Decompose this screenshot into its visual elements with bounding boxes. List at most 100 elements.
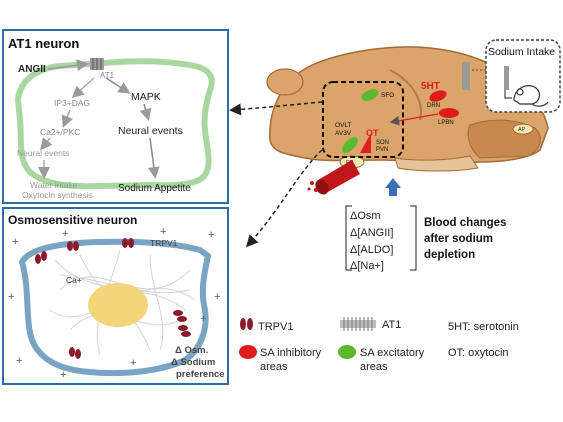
- plus-sign: +: [214, 291, 220, 303]
- trpv1-channel: [69, 347, 81, 359]
- area-postrema: [512, 123, 534, 135]
- blood-cell: [307, 187, 311, 191]
- blood-to-brain-arrow: [385, 178, 401, 196]
- sodium-intake-box: Sodium Intake: [472, 39, 561, 113]
- blood-vessel: [307, 160, 360, 195]
- sodium-intake-label: Sodium Intake: [488, 46, 555, 58]
- at1-to-ip3-arrow: [71, 77, 95, 99]
- blood-item-angii: Δ[ANGII]: [350, 227, 393, 239]
- legend: TRPV1 AT1 5HT: serotonin SA inhibitory a…: [239, 317, 519, 373]
- blood-changes-bracket-left: [345, 205, 352, 271]
- bottle-spout-icon: [504, 90, 512, 99]
- olfactory-bulb: [266, 68, 304, 96]
- mapk-label: MAPK: [131, 91, 161, 103]
- blood-changes-title-line3: depletion: [424, 249, 475, 261]
- osmo-cell-membrane: [18, 238, 212, 377]
- legend-excitatory-label-2: areas: [360, 361, 388, 373]
- pvn-label: PVN: [376, 147, 388, 153]
- delta-sodium-label: Δ Sodium: [171, 357, 215, 368]
- lpbn-to-hypothalamus-arrow: [389, 113, 439, 126]
- plus-sign: +: [62, 228, 68, 240]
- plus-sign: +: [160, 226, 166, 238]
- sfo-label: SFO: [381, 92, 394, 99]
- plus-sign: +: [8, 291, 14, 303]
- drn-inhibitory: [429, 90, 447, 102]
- nucleus: [88, 283, 148, 327]
- at1-neuron-panel: AT1 neuron ANGII AT1 IP3+DAG MAPK Ca2+/P…: [2, 29, 229, 204]
- osmo-panel-title: Osmosensitive neuron: [8, 213, 137, 227]
- ca-to-events-arrow: [40, 137, 53, 151]
- legend-serotonin-label: 5HT: serotonin: [448, 321, 519, 333]
- oxytocin-synthesis-label: Oxytocin synthesis: [22, 190, 93, 200]
- brain-to-at1-arrow: [229, 101, 323, 116]
- blood-item-osm: ΔOsm: [350, 210, 381, 222]
- ot-label: OT: [366, 128, 379, 138]
- trpv1-channels: [35, 238, 191, 359]
- fivehT-label: 5HT: [421, 81, 440, 92]
- sfo-excitatory: [361, 89, 379, 101]
- plus-signs: + + + + + + + + + +: [8, 226, 220, 381]
- trpv1-channel: [173, 310, 187, 322]
- legend-at1-label: AT1: [382, 319, 401, 331]
- ventricle-marker: [462, 62, 470, 90]
- preference-label: preference: [176, 369, 225, 380]
- legend-inhibitory-label-2: areas: [260, 361, 288, 373]
- at1-panel-title: AT1 neuron: [8, 36, 79, 51]
- vessel-body: [318, 160, 360, 193]
- neural-events-right-label: Neural events: [118, 125, 183, 137]
- events-to-appetite-arrow: [147, 137, 160, 179]
- sodium-appetite-label: Sodium Appetite: [118, 183, 191, 194]
- brain-to-osmo-arrow: [245, 149, 323, 248]
- ip3-dag-label: IP3+DAG: [54, 98, 90, 108]
- ap-label: AP: [518, 127, 526, 133]
- legend-oxytocin-label: OT: oxytocin: [448, 347, 509, 359]
- trpv1-channel: [67, 241, 79, 251]
- blood-changes: ΔOsm Δ[ANGII] Δ[ALDO] Δ[Na+] Blood chang…: [345, 205, 506, 272]
- plus-sign: +: [130, 357, 136, 369]
- lpbn-inhibitory: [439, 108, 459, 118]
- son-label: SON: [376, 140, 389, 146]
- legend-inhibitory-icon: [239, 345, 257, 359]
- at1-receptor-label: AT1: [100, 71, 115, 80]
- mapk-to-events-arrow: [139, 103, 152, 121]
- delta-osm-label: Δ Osm.: [175, 345, 208, 356]
- av3v-label: AV3V: [335, 130, 352, 137]
- trpv1-label: TRPV1: [150, 238, 178, 248]
- ca2-pkc-label: Ca2+/PKC: [40, 127, 80, 137]
- trpv1-channel: [35, 251, 47, 264]
- blood-cell: [310, 181, 314, 185]
- plus-sign: +: [12, 236, 18, 248]
- hypothalamus-zoom-box: [322, 81, 404, 158]
- brain-illustration: PP AP SFO OVLT AV3V OT SON PVN 5HT DRN L…: [266, 46, 549, 172]
- ventricle-line: [389, 69, 422, 121]
- angii-arrow: [47, 59, 89, 72]
- drn-label: DRN: [427, 103, 440, 109]
- brainstem: [394, 155, 479, 172]
- trpv1-channel: [122, 238, 134, 248]
- ip3-to-ca-arrow: [61, 109, 73, 128]
- at1-to-mapk-arrow: [105, 77, 131, 94]
- legend-trpv1-icon: [240, 318, 253, 330]
- vessel-opening: [315, 179, 329, 195]
- legend-excitatory-label-1: SA excitatory: [360, 347, 425, 359]
- ot-triangle: [360, 133, 371, 153]
- water-bottle-icon: [504, 66, 509, 90]
- blood-changes-title-line2: after sodium: [424, 233, 493, 245]
- blood-changes-bracket-right: [410, 205, 417, 271]
- at1-receptor-icon: [90, 58, 104, 70]
- plus-sign: +: [16, 355, 22, 367]
- osmosensitive-neuron-panel: Osmosensitive neuron TRPV1 Ca+: [2, 207, 229, 385]
- angii-label: ANGII: [18, 64, 46, 75]
- legend-at1-icon: [340, 317, 376, 331]
- ca-ion-label: Ca+: [66, 275, 82, 285]
- blood-item-aldo: Δ[ALDO]: [350, 244, 393, 256]
- ovlt-excitatory: [342, 137, 358, 153]
- trpv1-channel: [178, 325, 191, 337]
- neural-events-left-label: Neural events: [17, 148, 69, 158]
- rat-icon: [513, 85, 549, 107]
- plus-sign: +: [60, 369, 66, 381]
- water-intake-label: Water intake: [30, 180, 78, 190]
- legend-inhibitory-label-1: SA inhibitory: [260, 347, 322, 359]
- lpbn-label: LPBN: [438, 120, 454, 126]
